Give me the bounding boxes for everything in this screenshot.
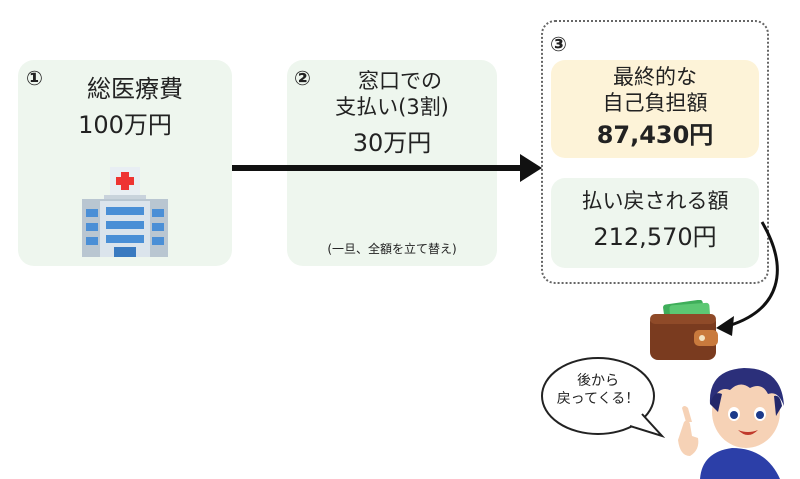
refund-title: 払い戻される額 xyxy=(581,189,729,213)
speech-line2: 戻ってくる！ xyxy=(556,391,640,407)
character-illustration xyxy=(670,360,796,479)
main-arrow-head xyxy=(520,154,542,182)
step2-amount: 30万円 xyxy=(352,129,432,157)
refund-arrow-head xyxy=(716,316,734,336)
step2-number: ② xyxy=(294,66,311,90)
wallet-icon xyxy=(648,300,720,362)
step2-title-line1: 窓口での xyxy=(358,69,442,93)
refund-arrow-line xyxy=(727,221,779,328)
step1-number: ① xyxy=(26,66,43,90)
step1-amount: 100万円 xyxy=(78,111,172,139)
refund-box xyxy=(551,178,759,268)
step1-title: 総医療費 xyxy=(87,75,183,103)
self-pay-line1: 最終的な xyxy=(613,65,697,89)
self-pay-amount: 87,430円 xyxy=(596,121,714,149)
step2-note: (一旦、全額を立て替え) xyxy=(327,242,457,256)
self-pay-line2: 自己負担額 xyxy=(602,91,708,115)
self-pay-box xyxy=(551,60,759,158)
speech-bubble xyxy=(538,352,666,442)
window-payment-box xyxy=(287,60,497,266)
step2-title-line2: 支払い(3割) xyxy=(335,95,449,119)
refund-amount: 212,570円 xyxy=(593,223,717,251)
hospital-icon xyxy=(80,165,170,260)
speech-line1: 後から xyxy=(577,373,619,389)
step3-number: ③ xyxy=(550,32,567,56)
